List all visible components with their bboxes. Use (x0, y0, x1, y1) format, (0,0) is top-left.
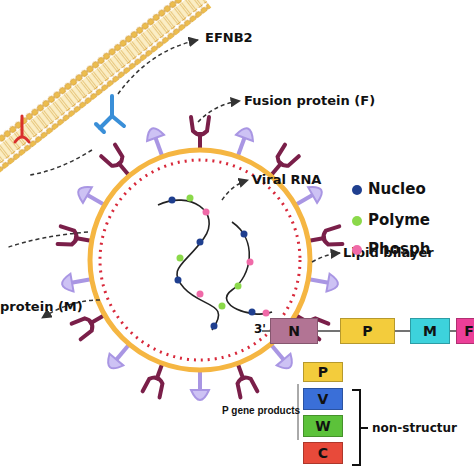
node-text: C (318, 445, 328, 461)
gene-box: F (456, 318, 474, 344)
gene-box: P (340, 318, 395, 344)
protein-label: protein (M) (0, 300, 83, 314)
legend-text: Phosph (368, 241, 430, 258)
node-text: P (318, 364, 328, 380)
product-box: W (303, 415, 343, 437)
receptor-label: EFNB2 (205, 31, 253, 45)
legend-swatch (352, 245, 362, 255)
gene-box: N (270, 318, 318, 344)
legend-text: Nucleo (368, 181, 426, 198)
host-membrane (0, 0, 211, 174)
node-text: W (315, 418, 330, 434)
node-text: M (423, 323, 437, 339)
product-box: V (303, 388, 343, 410)
legend-swatch (352, 216, 362, 226)
end-label: 3' (254, 323, 266, 336)
gene-box: M (410, 318, 450, 344)
viral-rna (158, 195, 272, 331)
efnb2-receptor (15, 116, 29, 142)
group-label: non-structur (372, 422, 457, 435)
node-text: V (318, 391, 329, 407)
surface-spikes (58, 117, 343, 400)
protein-label: Fusion protein (F) (244, 94, 375, 108)
leader-lines (6, 40, 340, 318)
nonstructural-bracket (352, 390, 368, 465)
node-text: F (464, 323, 474, 339)
rna-label: Viral RNA (252, 173, 321, 187)
antibody-symbol (96, 96, 124, 132)
legend-swatch (352, 185, 362, 195)
product-box: P (303, 362, 343, 382)
group-label: P gene products (222, 405, 300, 416)
product-box: C (303, 442, 343, 464)
legend-text: Polyme (368, 212, 430, 229)
node-text: P (362, 323, 372, 339)
node-text: N (288, 323, 300, 339)
